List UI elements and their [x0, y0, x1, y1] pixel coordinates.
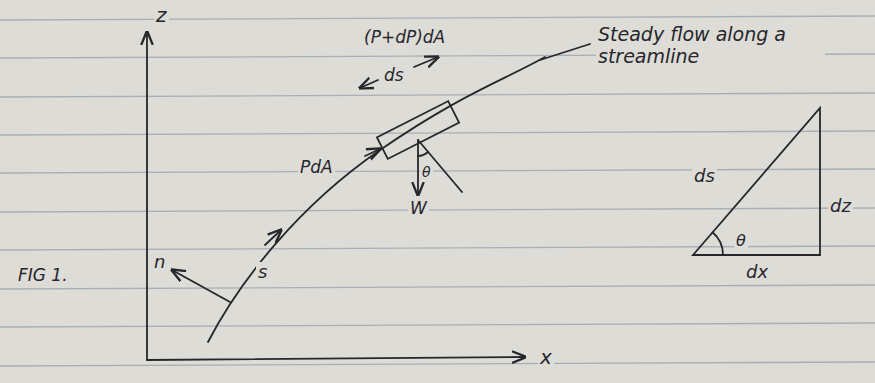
n-axis — [172, 270, 230, 302]
ds-arrow — [360, 80, 378, 88]
force-label: (P+dP)dA — [362, 28, 447, 48]
figure-label: FIG 1. — [16, 266, 70, 286]
length-label: ds — [382, 66, 406, 86]
axis-label: z — [154, 4, 169, 27]
angle-label: θ — [420, 164, 433, 180]
annotation: Steady flow along a streamline — [596, 24, 825, 68]
ruled-lines — [0, 16, 875, 366]
axis-label: n — [152, 252, 167, 273]
axis-label: x — [538, 346, 554, 369]
ds-arrow — [414, 57, 438, 67]
z-axis — [146, 32, 148, 360]
leader-line — [540, 44, 590, 60]
length-label: dx — [744, 262, 770, 283]
pressure-arrow — [365, 149, 380, 156]
angle-label: θ — [734, 232, 748, 250]
x-axis — [147, 357, 525, 360]
triangle — [693, 108, 820, 255]
theta-arc — [418, 152, 428, 156]
streamline — [208, 57, 545, 342]
theta-arc — [713, 232, 723, 255]
s-arrow — [265, 230, 281, 245]
length-label: ds — [692, 166, 717, 187]
length-label: dz — [828, 196, 853, 217]
force-label: W — [408, 199, 429, 219]
weight-arrow — [417, 140, 419, 195]
normal-line — [418, 140, 462, 192]
axis-label: s — [256, 262, 269, 283]
force-label: PdA — [298, 158, 335, 178]
